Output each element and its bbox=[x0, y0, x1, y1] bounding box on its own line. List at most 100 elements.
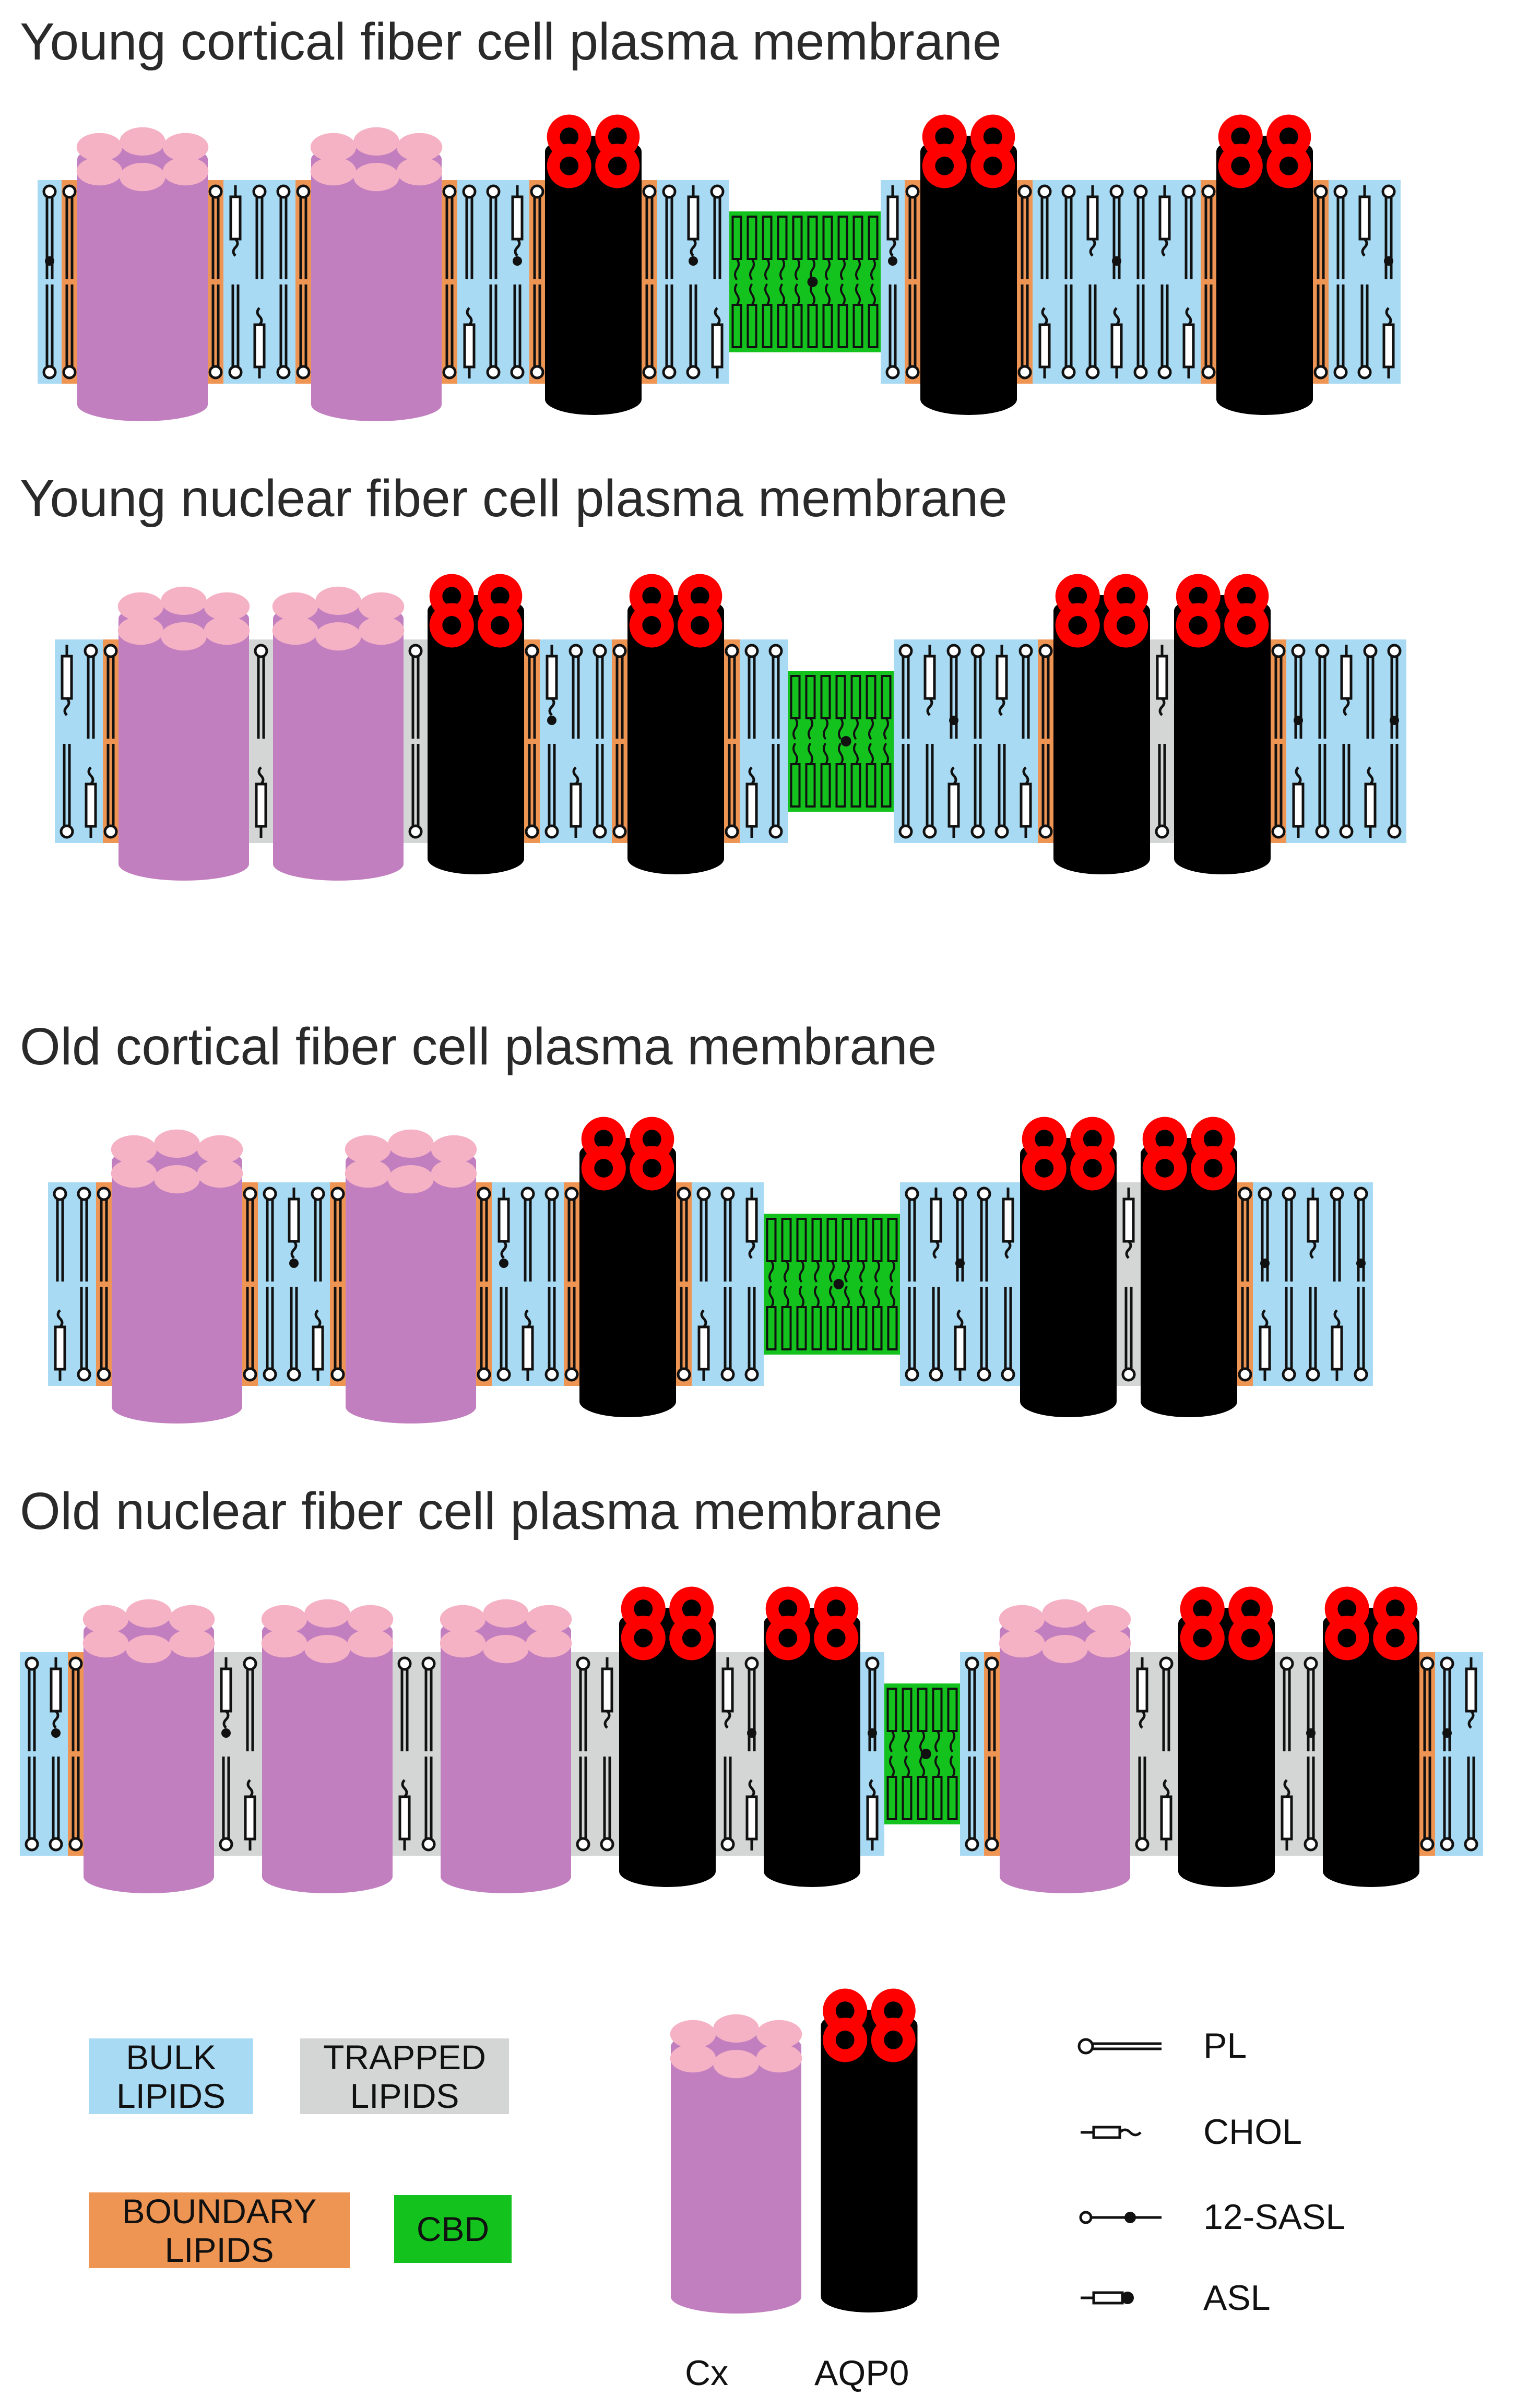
connexin-subunit bbox=[310, 157, 357, 186]
legend-sasl-icon bbox=[1079, 2211, 1162, 2224]
chol-lipid bbox=[496, 1188, 511, 1382]
chol-lipid bbox=[49, 1657, 63, 1852]
connexin-subunit bbox=[162, 157, 209, 186]
aqp0-pore bbox=[1193, 1629, 1212, 1647]
connexin-subunit bbox=[161, 622, 207, 651]
aqp0-pore bbox=[1155, 1159, 1175, 1178]
aqp0-pore bbox=[778, 1599, 798, 1618]
chol-lipid bbox=[1085, 185, 1100, 379]
sasl-label-dot bbox=[547, 716, 556, 725]
sasl-label-dot bbox=[221, 1728, 231, 1738]
connexin-subunit bbox=[756, 2044, 802, 2073]
boundary-lipid-region bbox=[295, 180, 311, 384]
aqp0-pore bbox=[884, 2031, 903, 2049]
connexin-subunit bbox=[1085, 1629, 1131, 1658]
pl-lipid bbox=[1061, 184, 1076, 379]
connexin-subunit bbox=[272, 592, 318, 621]
connexin-subunit bbox=[310, 133, 357, 162]
aqp0-pore bbox=[935, 127, 954, 146]
aqp0-body bbox=[821, 2025, 918, 2312]
chol-lipid bbox=[720, 1657, 735, 1852]
sasl-label-dot bbox=[51, 1728, 61, 1738]
pl-lipid bbox=[311, 1187, 325, 1381]
aqp0-body bbox=[764, 1623, 860, 1888]
boundary-lipid-region bbox=[1201, 180, 1216, 384]
aqp0-pore bbox=[983, 157, 1002, 175]
aqp0-pore bbox=[1279, 127, 1298, 146]
aqp0-body bbox=[428, 611, 524, 875]
aqp0-pore bbox=[1237, 587, 1256, 606]
chol-lipid bbox=[1155, 645, 1169, 839]
connexin-body bbox=[77, 159, 208, 421]
sasl-label-dot bbox=[45, 256, 54, 266]
legend-cbd: CBD bbox=[416, 2210, 490, 2248]
connexin-body bbox=[346, 1161, 476, 1424]
aqp0-pore bbox=[1193, 1599, 1212, 1618]
boundary-lipid-region bbox=[529, 180, 545, 384]
aqp0-pore bbox=[642, 1130, 661, 1148]
connexin-subunit bbox=[440, 1605, 486, 1634]
boundary-lipid-region bbox=[1271, 639, 1286, 843]
chol-lipid bbox=[1339, 645, 1354, 839]
boundary-lipid-region bbox=[1313, 180, 1329, 384]
legend-aqp0-label: AQP0 bbox=[814, 2353, 909, 2393]
pl-lipid bbox=[263, 1187, 277, 1382]
connexin-subunit bbox=[126, 1599, 172, 1628]
connexin-subunit bbox=[388, 1129, 434, 1158]
connexin-subunit bbox=[388, 1165, 434, 1194]
aqp0-body bbox=[545, 151, 642, 416]
aqp0-pore bbox=[1116, 616, 1135, 635]
aqp0-pore bbox=[1189, 616, 1208, 635]
pl-lipid bbox=[710, 184, 725, 378]
boundary-lipid-region bbox=[905, 180, 920, 384]
sasl-label-dot bbox=[747, 1728, 756, 1738]
connexin-subunit bbox=[204, 616, 250, 645]
connexin-subunit bbox=[999, 1605, 1045, 1634]
panel-3 bbox=[20, 1586, 1483, 1893]
aqp0-pore bbox=[1279, 157, 1298, 175]
connexin-subunit bbox=[1042, 1599, 1088, 1628]
aqp0-pore bbox=[608, 127, 627, 146]
pl-lipid bbox=[77, 1187, 91, 1382]
connexin-subunit bbox=[197, 1159, 243, 1188]
cbd-region bbox=[764, 1214, 900, 1355]
sasl-label-dot bbox=[513, 256, 522, 266]
pl-lipid bbox=[1291, 644, 1306, 838]
chol-lipid bbox=[1306, 1188, 1320, 1382]
panel-2 bbox=[48, 1117, 1373, 1424]
pl-lipid bbox=[252, 184, 267, 378]
aqp0-pore bbox=[560, 127, 579, 146]
legend-chol-icon bbox=[1081, 2126, 1142, 2139]
chol-lipid bbox=[1001, 1188, 1015, 1382]
connexin-subunit bbox=[117, 592, 164, 621]
pl-lipid bbox=[662, 184, 677, 379]
legend-sasl-label: 12-SASL bbox=[1203, 2197, 1346, 2237]
connexin-subunit bbox=[154, 1165, 200, 1194]
cbd-region bbox=[729, 211, 881, 352]
pl-lipid bbox=[1330, 1187, 1344, 1381]
legend-cbd-swatch bbox=[394, 2195, 512, 2263]
boundary-lipid-region bbox=[1237, 1182, 1253, 1386]
pl-lipid bbox=[768, 644, 783, 839]
pl-lipid bbox=[243, 1656, 257, 1851]
pl-lipid bbox=[953, 1187, 967, 1381]
aqp0-pore bbox=[1068, 587, 1087, 606]
connexin-subunit bbox=[670, 2020, 716, 2049]
sasl-label-dot bbox=[920, 1749, 931, 1759]
pl-lipid bbox=[1018, 644, 1033, 838]
chol-lipid bbox=[228, 185, 243, 379]
connexin-subunit bbox=[304, 1634, 350, 1664]
connexin-subunit bbox=[111, 1159, 157, 1188]
boundary-lipid-region bbox=[564, 1182, 579, 1386]
panel-0 bbox=[38, 114, 1401, 421]
connexin-body bbox=[262, 1631, 393, 1893]
connexin-body bbox=[112, 1161, 242, 1424]
sasl-label-dot bbox=[833, 1279, 844, 1289]
aqp0-pore bbox=[1035, 1159, 1054, 1178]
chol-lipid bbox=[510, 185, 525, 379]
connexin-subunit bbox=[169, 1605, 215, 1634]
sasl-label-dot bbox=[1306, 1728, 1316, 1738]
sasl-label-dot bbox=[689, 256, 698, 266]
aqp0-pore bbox=[442, 616, 461, 635]
connexin-subunit bbox=[756, 2020, 802, 2049]
